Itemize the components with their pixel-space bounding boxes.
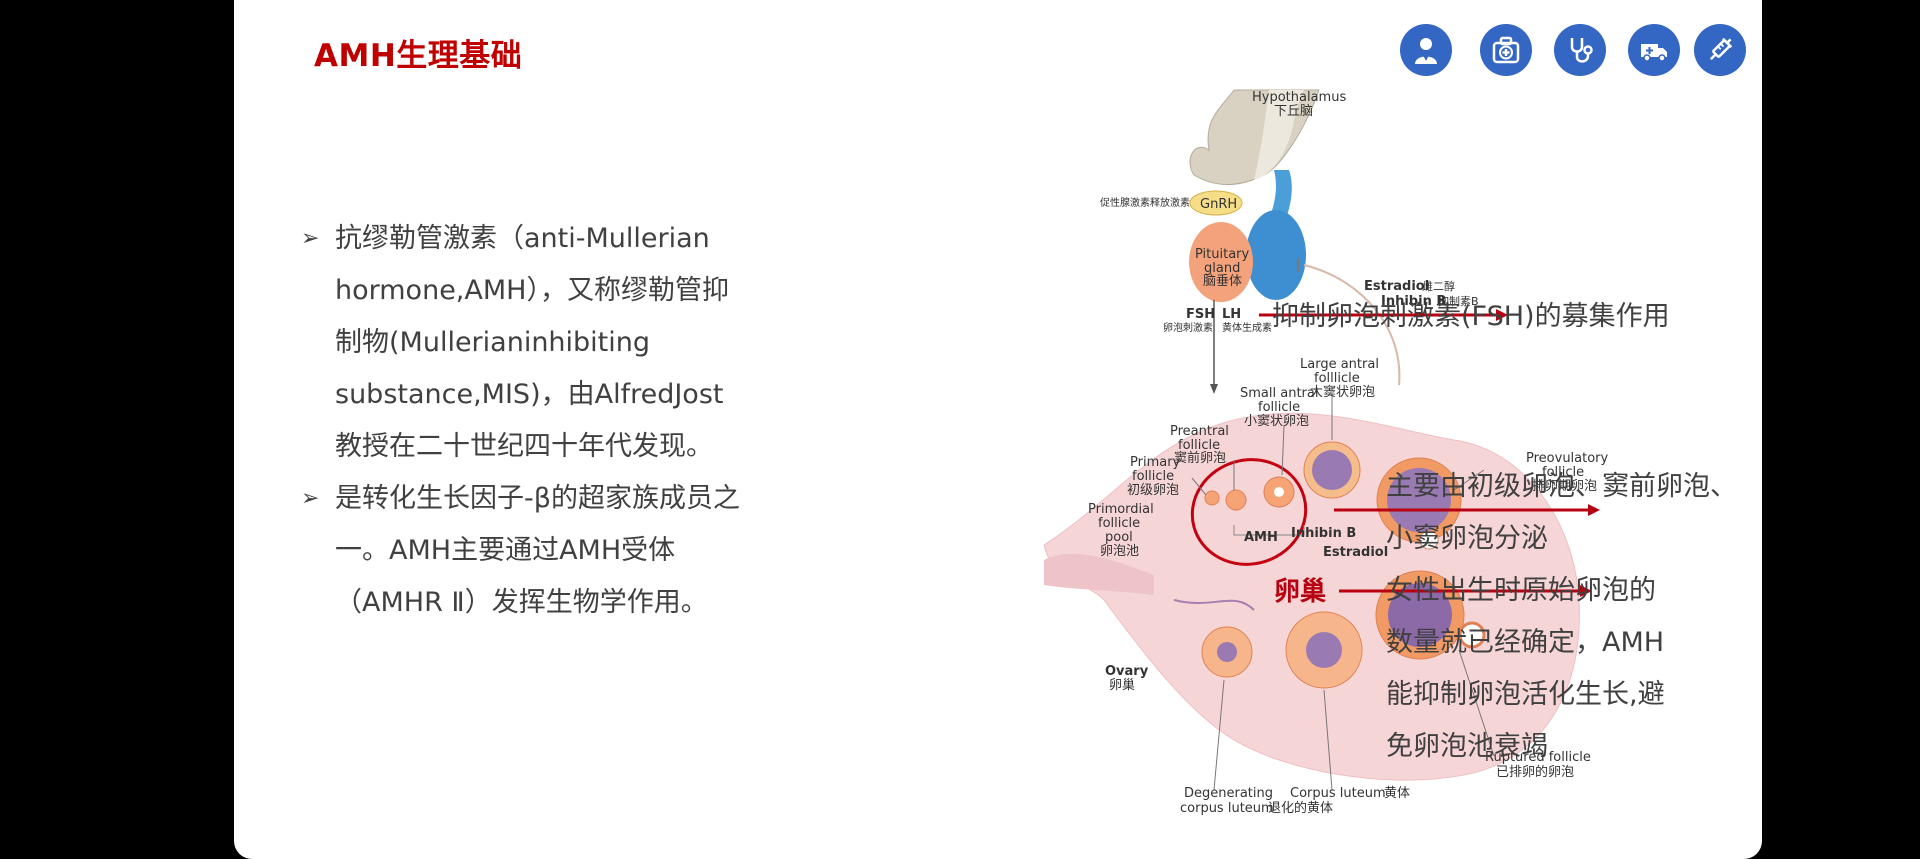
syringe-icon[interactable] bbox=[1694, 24, 1746, 76]
secretion-note: 主要由初级卵泡、窦前卵泡、 小窦卵泡分泌 bbox=[1386, 461, 1737, 565]
large-antral-oocyte bbox=[1419, 530, 1439, 550]
label-small-antral-2: follicle bbox=[1258, 400, 1300, 415]
pool-line: 女性出生时原始卵泡的 bbox=[1386, 575, 1656, 606]
degenerating-center bbox=[1217, 642, 1237, 662]
label-degenerating-1: Degenerating bbox=[1184, 786, 1273, 801]
slide-title: AMH生理基础 bbox=[314, 38, 523, 74]
preovulatory-cavity bbox=[1388, 583, 1452, 647]
large-antral-cavity bbox=[1387, 468, 1451, 532]
pool-note: 女性出生时原始卵泡的 数量就已经确定，AMH 能抑制卵泡活化生长,避 免卵泡池衰… bbox=[1386, 565, 1665, 773]
stethoscope-icon[interactable] bbox=[1554, 24, 1606, 76]
label-large-antral-2: folllicle bbox=[1314, 371, 1360, 386]
fsh-arrowhead bbox=[1210, 384, 1218, 394]
label-hypothalamus: Hypothalamus bbox=[1252, 90, 1346, 105]
feedback-curve bbox=[1303, 264, 1401, 386]
label-estradiol-2: Estradiol bbox=[1323, 545, 1388, 560]
secretion-arrowhead bbox=[1588, 504, 1600, 516]
label-degenerating-cn: 退化的黄体 bbox=[1268, 800, 1333, 816]
fsh-effect-arrowhead bbox=[1496, 309, 1508, 321]
label-preovulatory-2: follicle bbox=[1542, 465, 1584, 480]
medical-kit-icon[interactable] bbox=[1480, 24, 1532, 76]
secretion-line: 小窦卵泡分泌 bbox=[1386, 523, 1548, 554]
hpo-axis-diagram: Hypothalamus 下丘脑 促性腺激素释放激素 GnRH Pituitar… bbox=[1043, 89, 1609, 816]
leader-lines bbox=[1191, 388, 1495, 791]
primary-follicle bbox=[1225, 489, 1247, 511]
bullet-text: 抗缪勒管激素（anti-Mullerian hormone,AMH），又称缪勒管… bbox=[335, 223, 729, 462]
bullet-list: ➢ 抗缪勒管激素（anti-Mullerian hormone,AMH），又称缪… bbox=[301, 213, 741, 629]
label-pituitary-1: Pituitary bbox=[1195, 247, 1250, 262]
label-small-antral-cn: 小窦状卵泡 bbox=[1244, 414, 1309, 429]
label-large-antral-cn: 大窦状卵泡 bbox=[1310, 385, 1375, 400]
bullet-item: ➢ 是转化生长因子-β的超家族成员之一。AMH主要通过AMH受体（AMHR Ⅱ）… bbox=[301, 473, 741, 629]
label-primary-1: Primary bbox=[1130, 455, 1181, 470]
label-ovary-cn: 卵巢 bbox=[1109, 678, 1135, 693]
ovary-fold bbox=[1173, 599, 1255, 611]
label-preantral-2: follicle bbox=[1178, 438, 1220, 453]
pituitary-posterior bbox=[1246, 210, 1306, 300]
ruptured-follicle-oocyte bbox=[1458, 621, 1486, 649]
amh-highlight-ellipse bbox=[1190, 458, 1308, 566]
primordial-follicle bbox=[1204, 490, 1220, 506]
label-amh: AMH bbox=[1244, 530, 1278, 545]
label-fsh: FSH bbox=[1186, 307, 1215, 322]
ovary-ligament bbox=[1044, 553, 1154, 595]
label-primordial-2: follicle bbox=[1098, 516, 1140, 531]
fsh-effect-note: 抑制卵泡刺激素(FSH)的募集作用 bbox=[1272, 301, 1670, 332]
label-preantral-cn: 窦前卵泡 bbox=[1174, 450, 1226, 466]
ambulance-icon[interactable] bbox=[1628, 24, 1680, 76]
label-primary-2: follicle bbox=[1132, 469, 1174, 484]
pituitary-anterior bbox=[1189, 222, 1253, 302]
label-lh: LH bbox=[1222, 307, 1241, 322]
label-inhibin-b-cn: 抑制素B bbox=[1438, 294, 1479, 308]
bullet-marker: ➢ bbox=[301, 486, 320, 511]
label-pituitary-cn: 脑垂体 bbox=[1203, 274, 1242, 289]
label-preantral-1: Preantral bbox=[1170, 424, 1229, 439]
label-gnrh-note: 促性腺激素释放激素 bbox=[1100, 196, 1190, 209]
label-degenerating-2: corpus luteum bbox=[1180, 801, 1274, 816]
corpus-luteum-center bbox=[1306, 632, 1342, 668]
pool-line: 免卵泡池衰竭 bbox=[1386, 731, 1548, 762]
label-corpus-luteum-cn: 黄体 bbox=[1384, 786, 1410, 801]
label-inhibin-b-2: Inhibin B bbox=[1291, 526, 1356, 541]
preantral-oocyte bbox=[1274, 487, 1284, 497]
small-antral-cavity bbox=[1312, 450, 1352, 490]
label-pituitary-2: gland bbox=[1204, 261, 1240, 276]
label-estradiol: Estradiol bbox=[1364, 279, 1429, 294]
label-primordial-3: pool bbox=[1105, 530, 1133, 545]
bullet-text: 是转化生长因子-β的超家族成员之一。AMH主要通过AMH受体（AMHR Ⅱ）发挥… bbox=[335, 483, 740, 618]
label-hypothalamus-cn: 下丘脑 bbox=[1274, 104, 1313, 119]
label-preovulatory-1: Preovulatory bbox=[1526, 451, 1609, 466]
label-primordial-1: Primordial bbox=[1088, 502, 1154, 517]
gnrh-oval bbox=[1189, 190, 1243, 216]
label-primary-cn: 初级卵泡 bbox=[1127, 483, 1179, 498]
label-ovary-big: 卵巢 bbox=[1274, 577, 1326, 607]
pool-line: 数量就已经确定，AMH bbox=[1386, 627, 1665, 658]
label-gnrh: GnRH bbox=[1200, 197, 1237, 212]
slide: AMH生理基础 ➢ 抗缪勒管激素（anti-Mullerian hormone,… bbox=[234, 0, 1762, 859]
label-ruptured-cn: 已排卵的卵泡 bbox=[1496, 764, 1574, 780]
pool-arrowhead bbox=[1580, 585, 1592, 597]
pool-line: 能抑制卵泡活化生长,避 bbox=[1386, 679, 1665, 710]
label-small-antral-1: Small antral bbox=[1240, 386, 1318, 401]
label-ruptured: Ruptured follicle bbox=[1485, 750, 1591, 765]
icon-toolbar bbox=[234, 24, 1762, 84]
label-large-antral-1: Large antral bbox=[1300, 357, 1379, 372]
label-fsh-cn: 卵泡刺激素 bbox=[1163, 321, 1213, 334]
label-ovary: Ovary bbox=[1105, 664, 1149, 679]
label-lh-cn: 黄体生成素 bbox=[1222, 321, 1272, 334]
hypothalamus-shape-2 bbox=[1254, 90, 1304, 180]
label-estradiol-cn: 雌二醇 bbox=[1422, 279, 1455, 293]
label-inhibin-b: Inhibin B bbox=[1381, 294, 1446, 309]
amh-bracket bbox=[1233, 525, 1305, 536]
bullet-marker: ➢ bbox=[301, 226, 320, 251]
label-corpus-luteum: Corpus luteum bbox=[1290, 786, 1386, 801]
secretion-line: 主要由初级卵泡、窦前卵泡、 bbox=[1386, 471, 1737, 502]
label-primordial-cn: 卵泡池 bbox=[1100, 544, 1139, 559]
doctor-icon[interactable] bbox=[1400, 24, 1452, 76]
label-preovulatory-cn: 排卵期卵泡 bbox=[1532, 479, 1597, 494]
bullet-item: ➢ 抗缪勒管激素（anti-Mullerian hormone,AMH），又称缪… bbox=[301, 213, 741, 473]
